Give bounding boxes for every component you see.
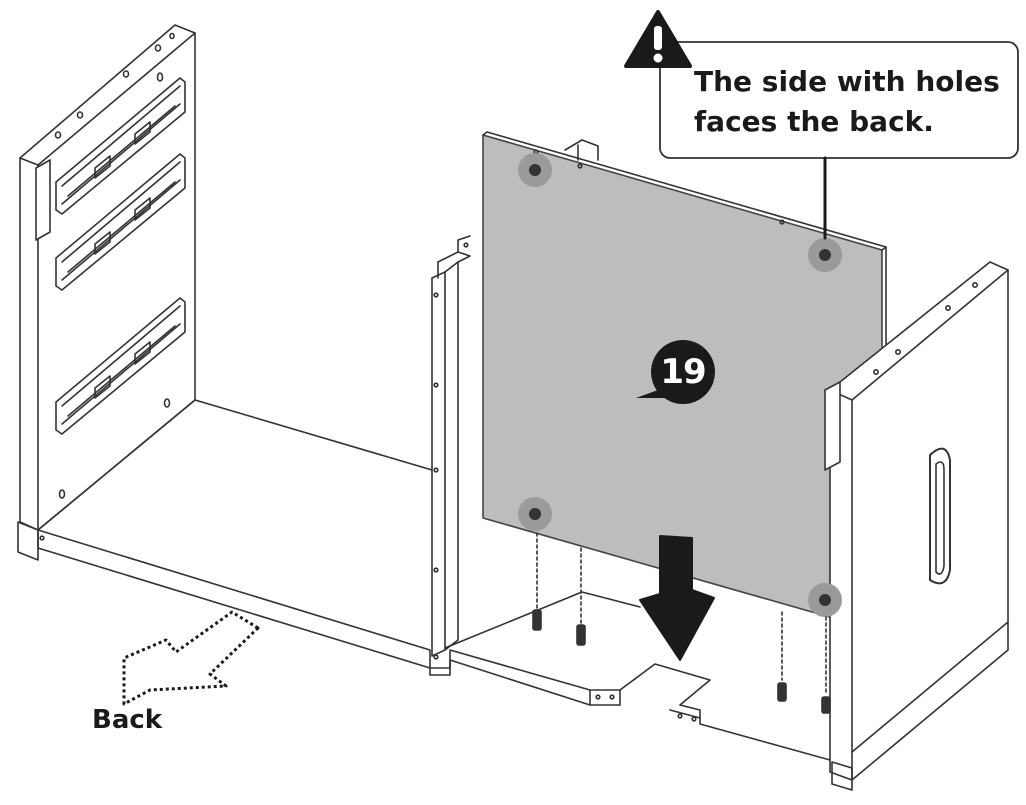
dotted-back-arrow-icon — [122, 610, 260, 706]
callout-line-1: The side with holes — [694, 65, 1000, 98]
step-number: 19 — [660, 352, 706, 392]
left-side-panel — [17, 24, 196, 561]
base-panel — [37, 399, 831, 761]
callout — [659, 41, 1019, 240]
back-direction-label: Back — [92, 705, 163, 735]
highlighted-holes — [518, 153, 842, 617]
dowels — [532, 532, 831, 714]
warning-triangle-icon — [624, 10, 692, 68]
step-marker-bubble — [636, 340, 715, 404]
callout-line-2: faces the back. — [694, 105, 934, 138]
down-arrow-icon — [639, 535, 715, 661]
right-side-panel — [824, 261, 1009, 791]
middle-divider-panel — [431, 139, 599, 657]
callout-text: The side with holes faces the back. — [694, 62, 1014, 142]
